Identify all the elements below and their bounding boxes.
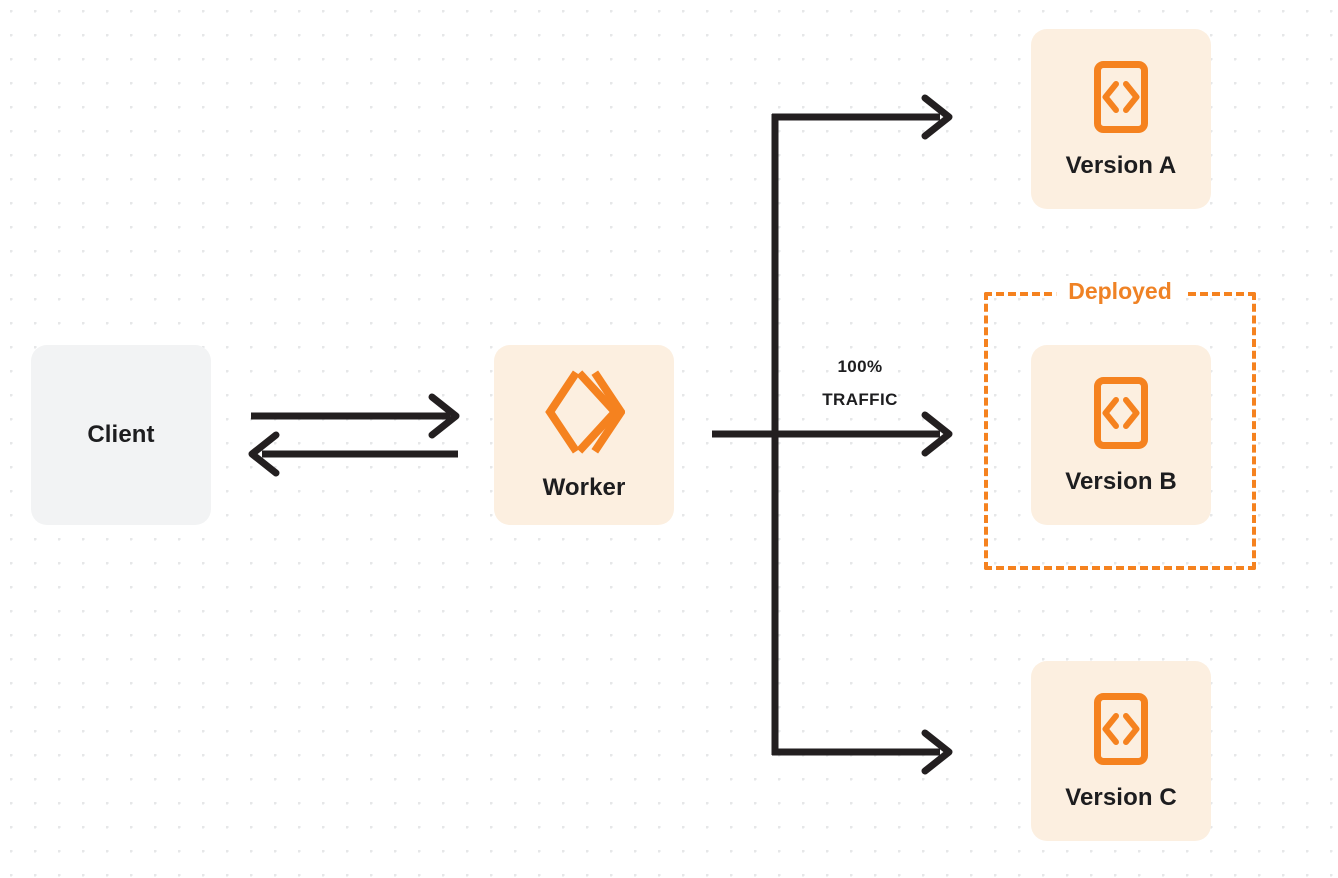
group-deployed: Deployed (984, 276, 1256, 570)
edge-trunk-to-version-a (772, 94, 953, 140)
code-file-icon (1093, 692, 1149, 766)
traffic-percent: 100% (837, 357, 883, 376)
code-file-icon (1093, 60, 1149, 134)
node-version-a-label: Version A (1065, 152, 1177, 179)
traffic-word: TRAFFIC (822, 390, 898, 409)
node-client[interactable]: Client (31, 345, 211, 525)
cloudflare-workers-logo-icon (543, 370, 625, 454)
node-worker[interactable]: Worker (494, 345, 674, 525)
node-version-c-label: Version C (1065, 784, 1177, 811)
edge-client-to-worker (251, 393, 460, 439)
node-worker-label: Worker (542, 474, 626, 501)
edge-trunk-to-version-c (772, 729, 953, 775)
node-version-b-label: Version B (1065, 468, 1177, 495)
node-client-label: Client (87, 421, 155, 448)
edge-worker-to-client (248, 431, 458, 477)
traffic-label: 100% TRAFFIC (790, 350, 930, 416)
deployed-group-label: Deployed (1056, 276, 1184, 306)
node-version-b[interactable]: Version B (1031, 345, 1211, 525)
edge-worker-to-version-b (712, 411, 953, 457)
node-version-c[interactable]: Version C (1031, 661, 1211, 841)
node-version-a[interactable]: Version A (1031, 29, 1211, 209)
code-file-icon (1093, 376, 1149, 450)
